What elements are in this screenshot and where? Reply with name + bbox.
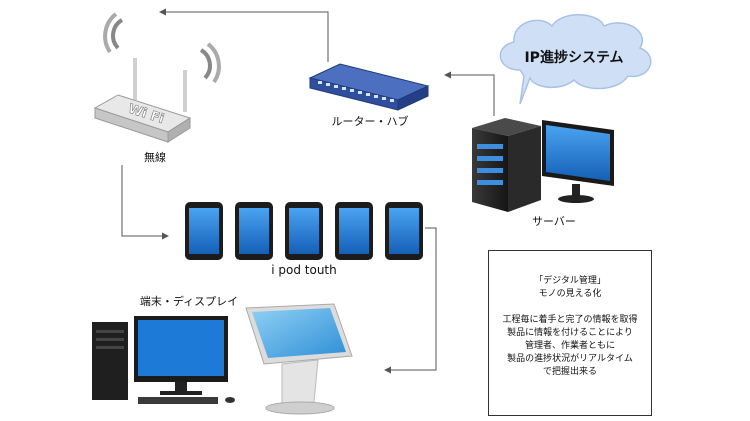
router-hub-icon — [308, 63, 430, 111]
tablet-icon — [285, 202, 323, 260]
tablets-label: i pod touth — [271, 263, 337, 277]
server-label: サーバー — [532, 215, 576, 228]
info-box-line: モノの見える化 — [538, 289, 602, 299]
wifi-router-icon: Wi Fi — [93, 12, 221, 143]
connector-tablets-to-terminal — [384, 227, 437, 374]
cloud-title: IP進捗システム — [524, 49, 623, 66]
connector-wifi-to-tablets — [121, 165, 169, 240]
wireless-label: 無線 — [144, 150, 166, 164]
info-box-gap — [489, 301, 651, 314]
info-box-line: 管理者、作業者ともに — [524, 341, 615, 351]
tablet-icon — [385, 202, 423, 260]
desktop-pc-icon — [92, 316, 235, 404]
connector-router-to-wifi — [159, 8, 329, 62]
info-box-line: 製品に情報を付けることにより — [507, 328, 633, 338]
tablet-icon — [185, 202, 223, 260]
terminal-label: 端末・ディスプレイ — [140, 294, 238, 308]
info-box: 「デジタル管理」モノの見える化工程毎に着手と完了の情報を取得製品に情報を付けるこ… — [488, 250, 652, 416]
info-box-line: で把握出来る — [542, 367, 597, 377]
connector-server-to-router — [444, 71, 495, 116]
cloud-shape: IP進捗システム — [499, 14, 652, 105]
tablet-icon — [235, 202, 273, 260]
connector-lines — [121, 8, 495, 374]
tablet-icon — [335, 202, 373, 260]
tablet-group — [185, 202, 423, 260]
info-box-line: 工程毎に着手と完了の情報を取得 — [502, 315, 638, 325]
server-icon — [472, 118, 541, 212]
kiosk-display-icon — [245, 303, 353, 415]
server-monitor-icon — [542, 120, 614, 203]
info-box-line: 「デジタル管理」 — [534, 276, 606, 286]
router-label: ルーター・ハブ — [332, 114, 409, 128]
info-box-line: 製品の進捗状況がリアルタイム — [507, 354, 633, 364]
